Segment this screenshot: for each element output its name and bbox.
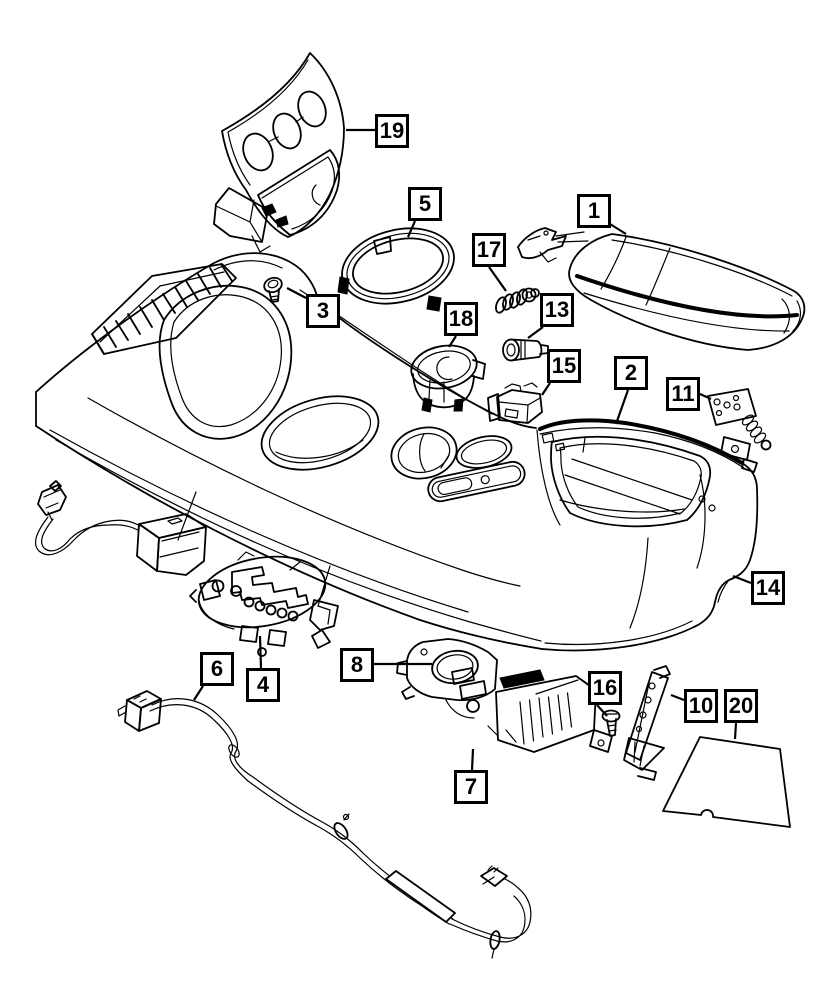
leader-line-13 xyxy=(527,326,544,339)
part-7-mechanism-art xyxy=(396,638,617,753)
part-1-armrest-lid-art xyxy=(568,233,806,351)
part-13-power-outlet-art xyxy=(502,338,549,362)
callout-4-shifter-bezel-plate[interactable]: 4 xyxy=(246,668,280,702)
part-18-cup-insert-art xyxy=(410,344,486,413)
leader-line-15 xyxy=(541,382,551,396)
console-lamp-pigtail-art xyxy=(35,480,207,576)
part-5-ring-bezel-art xyxy=(337,227,455,312)
part-6-harness-art xyxy=(117,690,532,959)
callout-1-armrest-lid[interactable]: 1 xyxy=(577,194,611,228)
callout-18-cup-holder-insert[interactable]: 18 xyxy=(444,302,478,336)
leader-line-7 xyxy=(470,748,475,771)
callout-17-latch-spring-detent[interactable]: 17 xyxy=(472,233,506,267)
part-11-hinge-bracket-art xyxy=(707,388,772,473)
callout-8-mechanism-front-plate[interactable]: 8 xyxy=(340,648,374,682)
callout-7-console-mechanism[interactable]: 7 xyxy=(454,770,488,804)
leader-line-17 xyxy=(488,266,507,292)
part-10-bracket-art xyxy=(623,665,671,781)
callout-3-screw-front[interactable]: 3 xyxy=(306,294,340,328)
part-17-spring-detent-art xyxy=(495,287,540,314)
callout-5-oval-ring-bezel[interactable]: 5 xyxy=(408,187,442,221)
leader-line-6 xyxy=(193,685,204,701)
leader-line-1 xyxy=(609,223,627,235)
callout-14-console-rear-body[interactable]: 14 xyxy=(751,571,785,605)
leader-line-3 xyxy=(286,287,307,299)
leader-line-20 xyxy=(733,722,738,740)
leader-line-2 xyxy=(614,389,630,425)
callout-10-support-bracket[interactable]: 10 xyxy=(684,689,718,723)
leader-line-5 xyxy=(406,220,417,238)
leader-line-10 xyxy=(670,693,685,702)
callout-13-power-outlet-socket[interactable]: 13 xyxy=(540,293,574,327)
callout-leader-lines xyxy=(193,128,752,771)
leader-line-14 xyxy=(732,574,752,585)
part-15-switch-art xyxy=(487,382,543,424)
console-body-art xyxy=(35,252,759,652)
callout-16-screw-rear[interactable]: 16 xyxy=(588,671,622,705)
leader-line-16 xyxy=(596,704,608,717)
leader-line-18 xyxy=(448,335,457,348)
part-19-trim-panel-art xyxy=(213,52,345,253)
callout-6-wiring-harness[interactable]: 6 xyxy=(200,652,234,686)
lid-latch-art xyxy=(517,227,589,263)
part-3-screw-art xyxy=(263,276,283,303)
leader-line-4 xyxy=(258,635,263,669)
part-20-mat-art xyxy=(662,736,791,828)
part-16-screw-art xyxy=(601,709,621,737)
callout-2-console-bin[interactable]: 2 xyxy=(614,356,648,390)
callout-20-rubber-mat-liner[interactable]: 20 xyxy=(724,689,758,723)
part-4-shifter-plate-art xyxy=(189,551,339,657)
callout-19-upper-trim-panel[interactable]: 19 xyxy=(375,114,409,148)
callout-11-hinge-bracket-spring[interactable]: 11 xyxy=(666,377,700,411)
leader-line-11 xyxy=(699,392,712,401)
callout-15-switch[interactable]: 15 xyxy=(547,349,581,383)
